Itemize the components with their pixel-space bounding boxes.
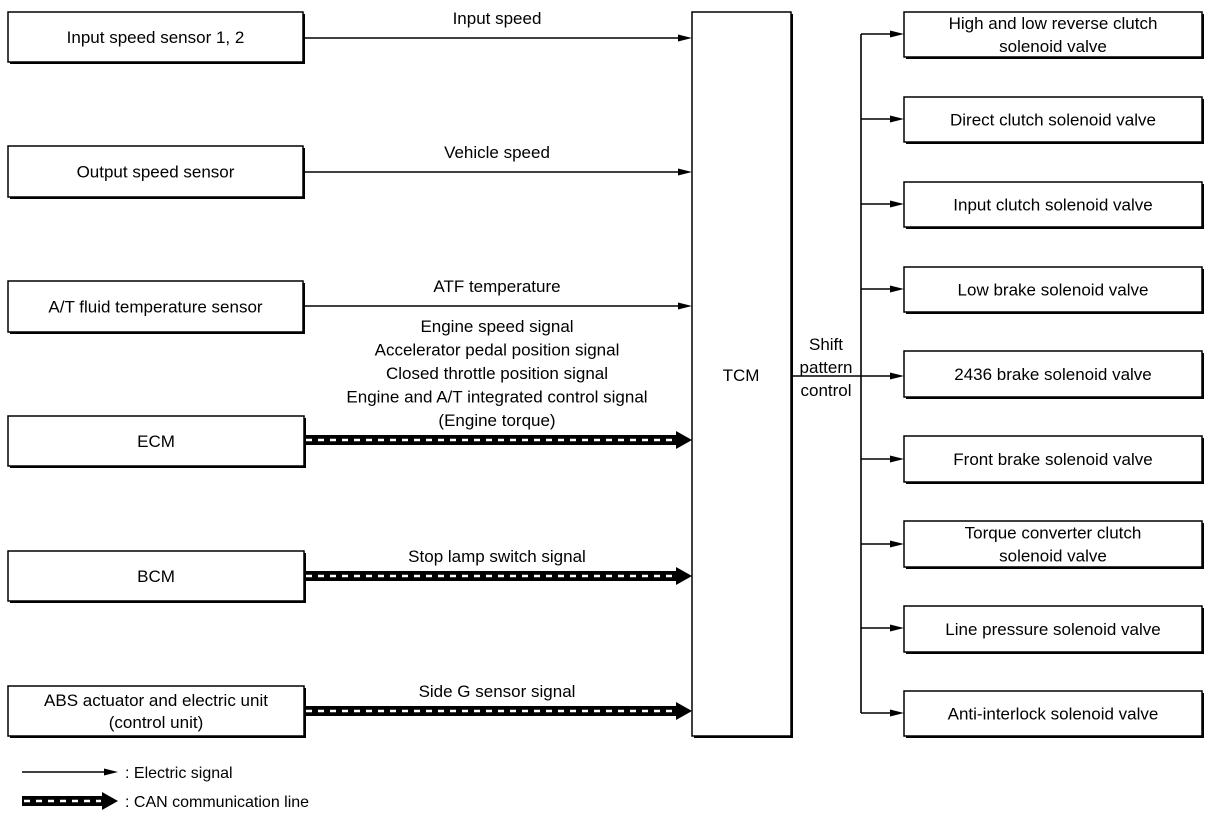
- output-box-6: [903, 435, 1203, 483]
- shift-pattern-label: pattern: [800, 358, 853, 377]
- input-label: Output speed sensor: [77, 163, 235, 182]
- output-line-7-arrowhead: [890, 540, 904, 548]
- output-label: solenoid valve: [999, 547, 1107, 566]
- input-label: ECM: [137, 432, 175, 451]
- signal-label: (Engine torque): [438, 411, 555, 430]
- output-line-6-arrowhead: [890, 455, 904, 463]
- output-line-9-arrowhead: [890, 709, 904, 717]
- output-line-2-arrowhead: [890, 115, 904, 123]
- output-box-9: [903, 690, 1203, 737]
- input-label: Input speed sensor 1, 2: [67, 28, 245, 47]
- output-line-5-arrowhead: [890, 372, 904, 380]
- connection-lines: [22, 30, 904, 810]
- can-line-5-arrowhead: [676, 567, 692, 585]
- legend-label: : CAN communication line: [125, 794, 309, 811]
- output-label: Front brake solenoid valve: [953, 450, 1152, 469]
- signal-line-3-arrowhead: [678, 302, 692, 310]
- input-box-4: [7, 415, 305, 467]
- input-label: A/T fluid temperature sensor: [48, 298, 263, 317]
- output-line-4-arrowhead: [890, 285, 904, 293]
- signal-label: Engine and A/T integrated control signal: [346, 388, 647, 407]
- input-label: BCM: [137, 567, 175, 586]
- legend-electric-line-arrowhead: [104, 768, 118, 776]
- output-label: 2436 brake solenoid valve: [954, 365, 1152, 384]
- output-label: solenoid valve: [999, 37, 1107, 56]
- output-line-3-arrowhead: [890, 200, 904, 208]
- output-label: Line pressure solenoid valve: [945, 620, 1160, 639]
- legend-can-line-arrowhead: [102, 792, 118, 810]
- shift-pattern-label: Shift: [809, 335, 843, 354]
- input-box-1: [7, 11, 304, 63]
- output-box-7: [903, 520, 1203, 568]
- output-box-5: [903, 350, 1203, 398]
- legend-label: : Electric signal: [125, 765, 233, 782]
- output-box-1: [903, 11, 1203, 58]
- signal-label: Vehicle speed: [444, 143, 550, 162]
- input-box-2: [7, 145, 304, 198]
- can-line-6-arrowhead: [676, 702, 692, 720]
- tcm-label: TCM: [723, 366, 760, 385]
- output-label: Torque converter clutch: [965, 524, 1142, 543]
- signal-label: Side G sensor signal: [419, 682, 576, 701]
- output-box-8: [903, 605, 1203, 653]
- input-label: (control unit): [109, 713, 203, 732]
- component-boxes: [7, 11, 1204, 738]
- input-box-6: [7, 685, 305, 737]
- signal-label: ATF temperature: [433, 277, 560, 296]
- signal-line-1-arrowhead: [678, 34, 692, 42]
- signal-label: Engine speed signal: [420, 317, 573, 336]
- output-label: Direct clutch solenoid valve: [950, 111, 1156, 130]
- signal-label: Stop lamp switch signal: [408, 547, 586, 566]
- signal-label: Closed throttle position signal: [386, 364, 608, 383]
- output-label: Anti-interlock solenoid valve: [948, 705, 1159, 724]
- signal-label: Input speed: [453, 9, 542, 28]
- shift-pattern-label: control: [800, 381, 851, 400]
- output-box-3: [903, 181, 1203, 228]
- output-line-8-arrowhead: [890, 624, 904, 632]
- output-label: High and low reverse clutch: [949, 14, 1158, 33]
- output-box-2: [903, 96, 1203, 143]
- output-label: Input clutch solenoid valve: [953, 196, 1152, 215]
- signal-label: Accelerator pedal position signal: [375, 341, 620, 360]
- input-box-5: [7, 550, 305, 602]
- labels: Input speed sensor 1, 2 Input speedOutput…: [44, 9, 1161, 811]
- output-line-1-arrowhead: [890, 30, 904, 38]
- output-box-4: [903, 266, 1203, 313]
- tcm-box: [691, 11, 792, 737]
- input-box-3: [7, 280, 304, 333]
- signal-line-2-arrowhead: [678, 168, 692, 176]
- can-line-4-arrowhead: [676, 431, 692, 449]
- output-label: Low brake solenoid valve: [958, 281, 1149, 300]
- input-label: ABS actuator and electric unit: [44, 691, 268, 710]
